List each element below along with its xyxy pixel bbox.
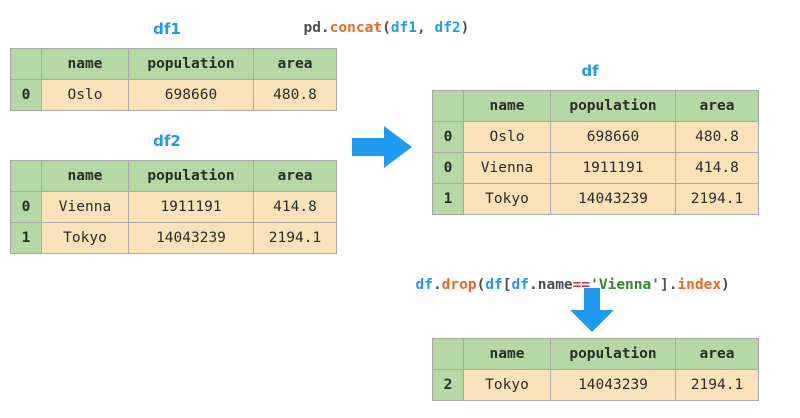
df-col-area: area xyxy=(675,90,759,122)
df1-col-index xyxy=(10,48,42,80)
df2-col-area: area xyxy=(253,160,337,192)
code-token-10: ] xyxy=(659,277,669,293)
df-cell-index-0: 0 xyxy=(432,121,464,153)
table-row: 0 Vienna 1911191 414.8 xyxy=(10,191,337,223)
code-token-9: 'Vienna' xyxy=(590,277,660,293)
df2-cell-area-0: 414.8 xyxy=(253,191,337,223)
df-result-table: name population area 2 Tokyo 14043239 21… xyxy=(432,338,759,401)
df-result-cell-index: 2 xyxy=(432,369,464,401)
code-token-12: index xyxy=(677,277,722,293)
df1-cell-index: 0 xyxy=(10,79,42,111)
code-token-1: concat xyxy=(329,20,383,36)
df2-caption: df2 xyxy=(153,132,181,150)
df2-col-name: name xyxy=(41,160,129,192)
df-col-name: name xyxy=(463,90,551,122)
df-cell-population-1: 1911191 xyxy=(550,152,676,184)
df1-cell-area: 480.8 xyxy=(253,79,337,111)
df-cell-index-2: 1 xyxy=(432,183,464,215)
code-token-13: ) xyxy=(721,277,730,293)
code-token-4: , xyxy=(417,20,435,36)
df-table-wrapper: name population area 0 Oslo 698660 480.8… xyxy=(432,90,759,215)
df-cell-population-0: 698660 xyxy=(550,121,676,153)
df-cell-name-2: Tokyo xyxy=(463,183,551,215)
df-cell-name-1: Vienna xyxy=(463,152,551,184)
drop-code-expression: df.drop(df[df.name=='Vienna'].index) xyxy=(398,261,729,293)
df-cell-area-2: 2194.1 xyxy=(675,183,759,215)
code-token-4: df xyxy=(485,277,503,293)
df-result-col-index xyxy=(432,338,464,370)
code-token-11: . xyxy=(668,277,678,293)
df2-cell-name-0: Vienna xyxy=(41,191,129,223)
code-token-2: drop xyxy=(441,277,477,293)
df1-caption: df1 xyxy=(153,20,181,38)
df-cell-population-2: 14043239 xyxy=(550,183,676,215)
df2-cell-area-1: 2194.1 xyxy=(253,222,337,254)
arrow-right-icon xyxy=(352,126,412,168)
code-token-6: ) xyxy=(460,20,470,36)
df2-col-population: population xyxy=(128,160,254,192)
df-cell-name-0: Oslo xyxy=(463,121,551,153)
df-col-index xyxy=(432,90,464,122)
df2-cell-index-1: 1 xyxy=(10,222,42,254)
df-caption: df xyxy=(581,62,599,80)
df1-col-population: population xyxy=(128,48,254,80)
code-token-0: pd. xyxy=(303,20,330,36)
code-tokens-concat: pd.concat(df1, df2) xyxy=(303,20,469,36)
table-header-row: name population area xyxy=(10,160,337,192)
table-row: 2 Tokyo 14043239 2194.1 xyxy=(432,369,759,401)
code-token-3: ( xyxy=(476,277,486,293)
df-result-col-area: area xyxy=(675,338,759,370)
code-tokens-drop: df.drop(df[df.name=='Vienna'].index) xyxy=(415,277,729,293)
code-token-6: df xyxy=(511,277,529,293)
concat-code-expression: pd.concat(df1, df2) xyxy=(286,4,469,36)
df-col-population: population xyxy=(550,90,676,122)
df-result-cell-area: 2194.1 xyxy=(675,369,759,401)
df-result-table-wrapper: name population area 2 Tokyo 14043239 21… xyxy=(432,338,759,401)
df1-cell-name: Oslo xyxy=(41,79,129,111)
df2-col-index xyxy=(10,160,42,192)
code-token-1: . xyxy=(432,277,442,293)
df1-cell-population: 698660 xyxy=(128,79,254,111)
arrow-down-icon xyxy=(570,288,614,332)
df2-cell-index-0: 0 xyxy=(10,191,42,223)
df2-cell-population-1: 14043239 xyxy=(128,222,254,254)
table-row: 0 Oslo 698660 480.8 xyxy=(10,79,337,111)
df-cell-index-1: 0 xyxy=(432,152,464,184)
df1-col-area: area xyxy=(253,48,337,80)
code-token-0: df xyxy=(415,277,433,293)
df-result-col-name: name xyxy=(463,338,551,370)
code-token-5: df2 xyxy=(434,20,461,36)
table-row: 1 Tokyo 14043239 2194.1 xyxy=(432,183,759,215)
table-row: 0 Vienna 1911191 414.8 xyxy=(432,152,759,184)
df2-table-wrapper: name population area 0 Vienna 1911191 41… xyxy=(10,160,337,254)
df2-table: name population area 0 Vienna 1911191 41… xyxy=(10,160,337,254)
code-token-3: df1 xyxy=(390,20,417,36)
table-row: 0 Oslo 698660 480.8 xyxy=(432,121,759,153)
df-cell-area-0: 480.8 xyxy=(675,121,759,153)
table-header-row: name population area xyxy=(432,338,759,370)
df-result-cell-population: 14043239 xyxy=(550,369,676,401)
df2-cell-population-0: 1911191 xyxy=(128,191,254,223)
df2-cell-name-1: Tokyo xyxy=(41,222,129,254)
df1-col-name: name xyxy=(41,48,129,80)
code-token-5: [ xyxy=(502,277,512,293)
df-table: name population area 0 Oslo 698660 480.8… xyxy=(432,90,759,215)
code-token-7: .name xyxy=(529,277,573,293)
df-cell-area-1: 414.8 xyxy=(675,152,759,184)
df-result-cell-name: Tokyo xyxy=(463,369,551,401)
code-token-2: ( xyxy=(382,20,391,36)
table-row: 1 Tokyo 14043239 2194.1 xyxy=(10,222,337,254)
df-result-col-population: population xyxy=(550,338,676,370)
df1-table: name population area 0 Oslo 698660 480.8 xyxy=(10,48,337,111)
table-header-row: name population area xyxy=(10,48,337,80)
table-header-row: name population area xyxy=(432,90,759,122)
df1-table-wrapper: name population area 0 Oslo 698660 480.8 xyxy=(10,48,337,111)
